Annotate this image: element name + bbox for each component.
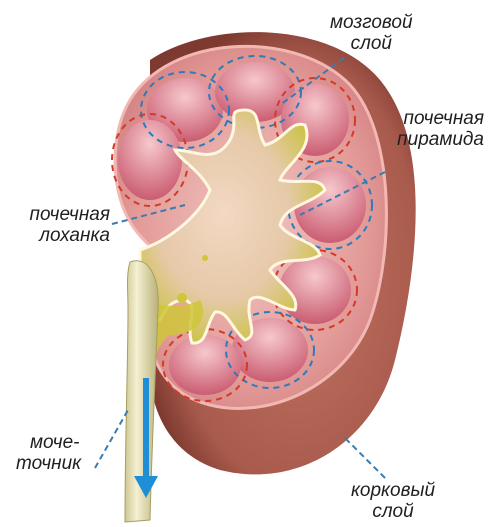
label-pelvis: почечная лоханка xyxy=(0,204,110,246)
label-medulla: мозговой слой xyxy=(330,12,413,54)
label-pyramid: почечная пирамида xyxy=(372,108,484,150)
label-ureter: моче- точник xyxy=(30,432,81,474)
label-cortex: корковый слой xyxy=(333,480,453,522)
urine-drop xyxy=(177,293,187,303)
label-pyramid-line1: почечная xyxy=(372,108,484,129)
label-medulla-line1: мозговой xyxy=(330,12,413,33)
label-cortex-line2: слой xyxy=(333,501,453,522)
label-cortex-line1: корковый xyxy=(333,480,453,501)
label-medulla-line2: слой xyxy=(330,33,413,54)
label-pelvis-line1: почечная xyxy=(0,204,110,225)
label-pelvis-line2: лоханка xyxy=(0,225,110,246)
label-ureter-line1: моче- xyxy=(30,432,81,453)
label-ureter-line2: точник xyxy=(16,453,81,474)
label-pyramid-line2: пирамида xyxy=(372,129,484,150)
urine-drop xyxy=(202,255,208,261)
